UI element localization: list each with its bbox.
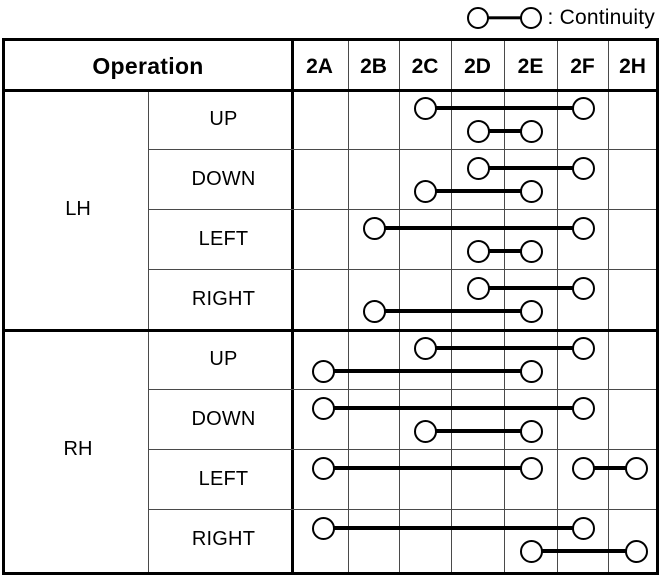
connector-node-2f xyxy=(571,396,595,420)
connector-node-2a xyxy=(311,516,335,540)
legend-circle-right xyxy=(519,7,542,29)
legend-label: : Continuity xyxy=(547,6,655,29)
connector-node-2e xyxy=(519,456,543,480)
connector-node-2a xyxy=(311,456,335,480)
operation-label-lh-up: UP xyxy=(209,107,238,130)
connector-bar xyxy=(583,466,636,470)
connector-bar xyxy=(425,189,531,193)
connector-node-2e xyxy=(519,419,543,443)
connector-node-2e xyxy=(519,359,543,383)
connector-node-2c xyxy=(413,179,437,203)
legend-inner: : Continuity xyxy=(466,2,655,34)
connector-bar xyxy=(323,466,531,470)
connector-node-2h xyxy=(624,456,648,480)
grid-hline-2 xyxy=(148,209,656,211)
connector-node-2e xyxy=(519,119,543,143)
header-operation: Operation xyxy=(92,53,204,79)
connector-bar xyxy=(478,166,583,170)
connector-node-2a xyxy=(311,359,335,383)
header-terminal-2a: 2A xyxy=(306,54,333,78)
operation-label-rh-right: RIGHT xyxy=(191,527,256,550)
grid-hline-4 xyxy=(5,329,656,332)
connector-node-2c xyxy=(413,336,437,360)
connector-bar xyxy=(323,526,583,530)
operation-label-rh-down: DOWN xyxy=(191,407,256,430)
grid-hline-7 xyxy=(148,509,656,511)
group-label-rh: RH xyxy=(63,437,93,460)
connector-node-2e xyxy=(519,539,543,563)
connector-bar xyxy=(478,249,531,253)
grid-vline-3 xyxy=(451,41,453,572)
connector-node-2b xyxy=(362,299,386,323)
header-terminal-2d: 2D xyxy=(464,54,491,78)
grid-hline-1 xyxy=(148,149,656,151)
grid-vline-6 xyxy=(608,41,610,572)
grid-hline-0 xyxy=(5,89,656,92)
group-label-lh: LH xyxy=(65,197,91,220)
grid-vline-2 xyxy=(399,41,401,572)
connector-bar xyxy=(374,226,583,230)
grid-hline-3 xyxy=(148,269,656,271)
grid-hline-5 xyxy=(148,389,656,391)
grid-vline-4 xyxy=(504,41,506,572)
connector-node-2f xyxy=(571,456,595,480)
connector-node-2e xyxy=(519,299,543,323)
grid-vline-0 xyxy=(291,41,294,572)
connector-bar xyxy=(478,129,531,133)
connector-node-2f xyxy=(571,336,595,360)
connector-node-2c xyxy=(413,96,437,120)
connector-bar xyxy=(323,369,531,373)
connector-bar xyxy=(531,549,636,553)
connector-bar xyxy=(425,106,583,110)
connector-node-2d xyxy=(466,239,490,263)
connector-node-2f xyxy=(571,276,595,300)
connector-node-2e xyxy=(519,179,543,203)
connector-node-2f xyxy=(571,156,595,180)
connector-node-2d xyxy=(466,276,490,300)
continuity-symbol-icon xyxy=(466,6,542,30)
connector-node-2f xyxy=(571,96,595,120)
connector-bar xyxy=(425,429,531,433)
grid-vline-1 xyxy=(348,41,350,572)
connector-node-2f xyxy=(571,516,595,540)
connector-node-2e xyxy=(519,239,543,263)
connector-bar xyxy=(323,406,583,410)
operation-label-rh-up: UP xyxy=(209,347,238,370)
table-grid: Operation 2A 2B 2C 2D 2E 2F 2H LH UP DOWN LEFT RIGHT… xyxy=(5,41,656,572)
connector-bar xyxy=(374,309,531,313)
connector-bar xyxy=(478,286,583,290)
connector-node-2h xyxy=(624,539,648,563)
grid-hline-6 xyxy=(148,449,656,451)
connector-node-2d xyxy=(466,156,490,180)
connector-node-2d xyxy=(466,119,490,143)
header-terminal-2f: 2F xyxy=(570,54,595,78)
operation-label-lh-right: RIGHT xyxy=(191,287,256,310)
connector-node-2a xyxy=(311,396,335,420)
continuity-table: Operation 2A 2B 2C 2D 2E 2F 2H LH UP DOWN LEFT RIGHT… xyxy=(2,38,659,575)
connector-node-2b xyxy=(362,216,386,240)
operation-label-lh-down: DOWN xyxy=(191,167,256,190)
legend: : Continuity xyxy=(0,0,663,38)
header-terminal-2h: 2H xyxy=(619,54,646,78)
connector-bar xyxy=(425,346,583,350)
header-terminal-2c: 2C xyxy=(411,54,439,78)
connector-node-2c xyxy=(413,419,437,443)
connector-node-2f xyxy=(571,216,595,240)
operation-label-lh-left: LEFT xyxy=(198,227,249,250)
operation-label-rh-left: LEFT xyxy=(198,467,249,490)
grid-vline-5 xyxy=(557,41,559,572)
header-terminal-2b: 2B xyxy=(360,54,387,78)
legend-circle-left xyxy=(466,7,489,29)
legend-bar xyxy=(484,16,524,20)
header-terminal-2e: 2E xyxy=(517,54,544,78)
